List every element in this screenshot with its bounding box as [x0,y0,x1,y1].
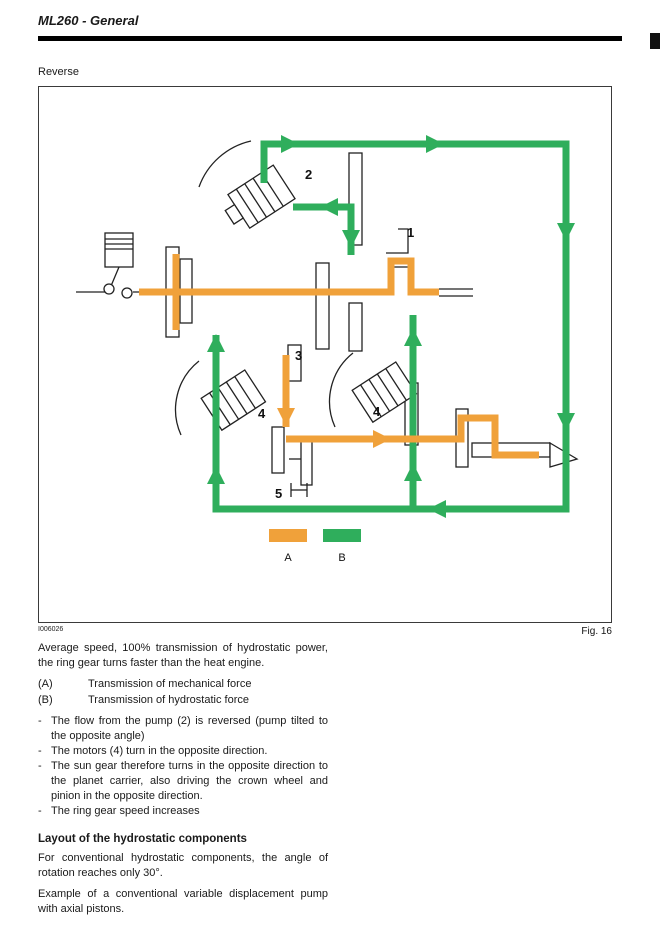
hydraulic-motor-left-4 [174,360,267,436]
figure-caption: Fig. 16 [581,626,612,637]
figure-reference-code: I006026 [38,626,64,633]
paragraph-conventional: For conventional hydrostatic components,… [38,852,328,879]
hydrostatic-flow-arrows [207,135,575,518]
list-item: - The flow from the pump (2) is reversed… [38,715,328,742]
paragraph-average-speed: Average speed, 100% transmission of hydr… [38,642,328,669]
hydrostatic-transmission-diagram: 2 1 3 4 4 5 A B [76,135,579,564]
legend-swatch-a [269,529,307,542]
label-4-left: 4 [258,406,266,421]
paragraph-example: Example of a conventional variable displ… [38,888,328,915]
definition-row-a: (A) Transmission of mechanical force [38,677,328,692]
bullet-list: - The flow from the pump (2) is reversed… [38,714,328,819]
label-5: 5 [275,486,282,501]
label-1: 1 [407,225,414,240]
bullet-dash: - [38,715,42,727]
label-2: 2 [305,167,312,182]
diagram-number-labels: 2 1 3 4 4 5 [258,167,414,501]
figure-section-label: Reverse [38,66,79,78]
heat-engine-icon [76,232,166,299]
definition-text-b: Transmission of hydrostatic force [88,694,249,706]
bullet-dash: - [38,805,42,817]
list-item: - The motors (4) turn in the opposite di… [38,745,268,757]
section-heading-layout: Layout of the hydrostatic components [38,833,247,845]
diagram-legend: A B [269,529,361,564]
legend-swatch-b [323,529,361,542]
bullet-dash: - [38,745,42,757]
legend-label-a: A [284,552,292,564]
definition-key-a: (A) [38,678,53,690]
list-item: - The sun gear therefore turns in the op… [38,760,328,802]
bullet-dash: - [38,760,42,772]
figure-meta-row: I006026 Fig. 16 [38,626,612,637]
force-definitions: (A) Transmission of mechanical force (B)… [38,677,328,708]
mechanical-flow-arrows [277,408,391,448]
definition-row-b: (B) Transmission of hydrostatic force [38,693,328,708]
page-corner-tab [650,33,660,49]
list-item: - The ring gear speed increases [38,805,200,817]
center-gear-column [315,152,363,352]
definition-key-b: (B) [38,694,53,706]
definition-text-a: Transmission of mechanical force [88,678,252,690]
label-4-right: 4 [373,404,381,419]
body-text-column: Average speed, 100% transmission of hydr… [38,641,328,923]
hydraulic-motor-right-4 [328,352,418,428]
label-3: 3 [295,348,302,363]
variable-pump-2 [198,140,296,230]
planetary-cluster [271,426,313,497]
mechanical-flow-lines [139,254,539,459]
legend-label-b: B [338,552,345,564]
hydrostatic-diagram-figure: 2 1 3 4 4 5 A B [38,86,612,623]
header-rule [38,36,622,41]
page-header-title: ML260 - General [38,13,139,28]
